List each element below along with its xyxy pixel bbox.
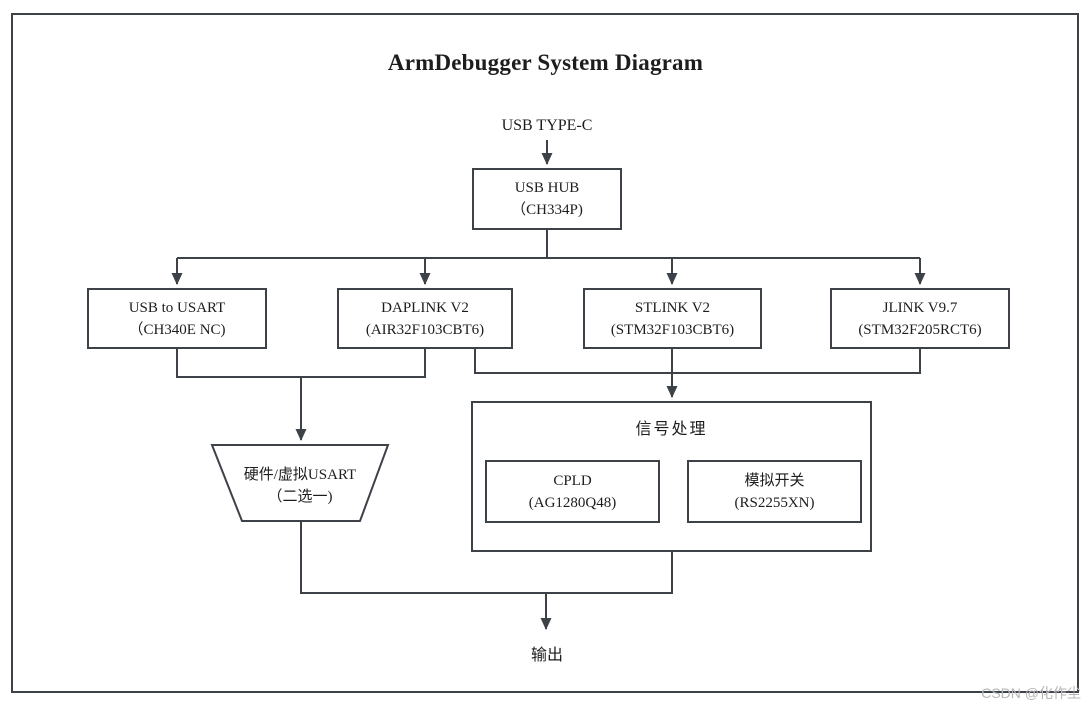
node-usb-to-usart: USB to USART （CH340E NC) [87,288,267,349]
usart-selector-shape [210,444,390,522]
node-label: USB HUB [514,180,580,196]
page-title: ArmDebugger System Diagram [387,50,704,75]
node-sublabel: （CH340E NC) [128,321,226,338]
signal-processing-title: 信号处理 [635,421,708,438]
node-daplink-v2: DAPLINK V2 (AIR32F103CBT6) [337,288,513,349]
node-sublabel: (STM32F205RCT6) [858,321,982,338]
node-label: JLINK V9.7 [882,299,958,316]
node-sublabel: (AG1280Q48) [528,494,617,511]
node-sublabel: (RS2255XN) [734,494,815,511]
node-sublabel: （CH334P) [511,202,583,218]
node-analog-switch: 模拟开关 (RS2255XN) [687,460,862,523]
node-label: STLINK V2 [634,299,711,316]
node-usb-type-c: USB TYPE-C [501,117,593,134]
node-label: CPLD [553,472,592,489]
page-border [11,13,1079,693]
watermark: CSDN @化作尘 [981,685,1081,701]
node-label: 硬件/虚拟USART [243,467,357,483]
node-sublabel: (STM32F103CBT6) [610,321,735,338]
node-jlink-v97: JLINK V9.7 (STM32F205RCT6) [830,288,1010,349]
node-cpld: CPLD (AG1280Q48) [485,460,660,523]
node-usb-hub: USB HUB （CH334P) [472,168,622,230]
node-output: 输出 [530,647,563,664]
node-stlink-v2: STLINK V2 (STM32F103CBT6) [583,288,762,349]
node-sublabel: （二选一) [267,489,333,505]
node-label: 模拟开关 [744,472,805,489]
node-label: DAPLINK V2 [381,299,469,316]
node-label: USB to USART [128,299,226,316]
node-usart-selector: 硬件/虚拟USART （二选一) [212,464,388,508]
node-sublabel: (AIR32F103CBT6) [365,321,485,338]
